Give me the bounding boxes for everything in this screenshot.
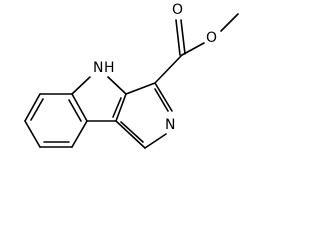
carbonyl-oxygen-label: O xyxy=(172,2,183,18)
bond xyxy=(154,54,183,84)
double-bond-inner xyxy=(112,97,122,118)
bond xyxy=(24,120,41,148)
bond xyxy=(181,42,205,56)
bond xyxy=(115,120,146,149)
nh-hydrogen-label: H xyxy=(104,60,115,76)
bond xyxy=(115,93,127,122)
double-bond-inner xyxy=(120,121,144,143)
bond xyxy=(71,76,91,95)
nh-nitrogen-label: N xyxy=(93,60,103,76)
pyrrole-ring xyxy=(71,76,127,122)
beta-carboline-ester-structure: N H N O O xyxy=(24,2,239,149)
double-bond-inner xyxy=(154,88,169,112)
double-bond xyxy=(175,19,181,56)
bond xyxy=(24,93,41,122)
double-bond-inner xyxy=(30,98,44,121)
bond xyxy=(107,76,127,95)
double-bond xyxy=(180,19,186,55)
pyridine-nitrogen-label: N xyxy=(165,117,175,133)
ester-group xyxy=(154,13,239,84)
pyridine-ring xyxy=(115,82,173,149)
benzene-ring xyxy=(24,93,88,148)
bond xyxy=(125,82,156,95)
bond xyxy=(220,13,239,32)
bond xyxy=(71,120,88,148)
bond xyxy=(154,82,173,112)
bond xyxy=(144,133,167,149)
double-bond-inner xyxy=(68,99,82,122)
ester-oxygen-label: O xyxy=(206,30,217,46)
bond xyxy=(71,93,88,122)
